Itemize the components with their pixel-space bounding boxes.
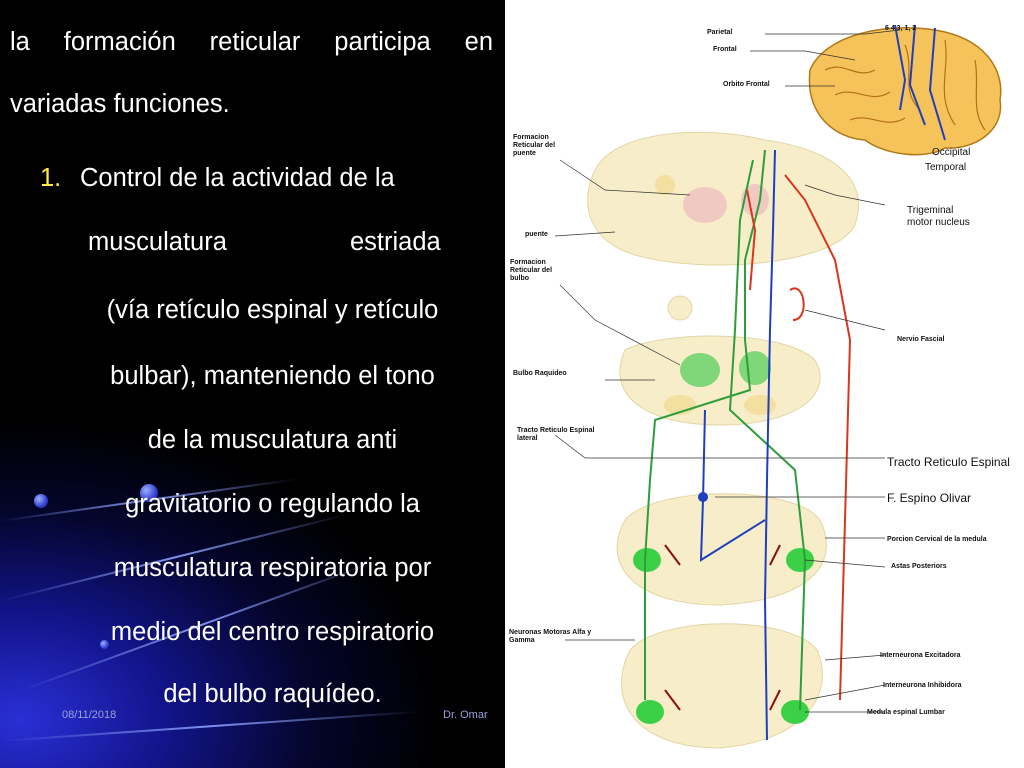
label-temporal: Temporal bbox=[925, 162, 966, 173]
text-line: (vía retículo espinal y retículo bbox=[106, 296, 439, 324]
label-parietal: Parietal bbox=[707, 29, 732, 36]
label-formacion-bulbo: Reticular del bbox=[510, 267, 552, 274]
label-astas-posteriors: Astas Posteriors bbox=[891, 563, 947, 570]
text-line: musculatura bbox=[88, 228, 227, 256]
label-trigeminal: Trigeminal bbox=[907, 205, 953, 216]
label-neuronas-motoras: Gamma bbox=[509, 637, 535, 644]
label-formacion-puente: Formacion bbox=[513, 134, 549, 141]
text-line: bulbar), manteniendo el tono bbox=[110, 362, 435, 390]
diagram-panel: Parietal Frontal Orbito Frontal 6 4 3, 1… bbox=[505, 0, 1024, 768]
text-line: la formación reticular participa en bbox=[10, 28, 493, 56]
footer-date: 08/11/2018 bbox=[62, 709, 117, 721]
label-nervio-facial: Nervio Fascial bbox=[897, 336, 945, 343]
label-frontal: Frontal bbox=[713, 46, 737, 53]
text-line: musculatura respiratoria por bbox=[113, 554, 432, 582]
decorative-bubble bbox=[100, 640, 109, 649]
text-line: de la musculatura anti bbox=[147, 426, 398, 454]
label-medula-lumbar: Medula espinal Lumbar bbox=[867, 709, 945, 716]
label-tracto-lateral: lateral bbox=[517, 435, 538, 442]
slide-text: la formación reticular participa en vari… bbox=[0, 0, 505, 768]
text-line: estriada bbox=[350, 228, 441, 256]
footer-author: Dr. Omar bbox=[443, 709, 488, 721]
label-puente: puente bbox=[525, 231, 548, 238]
label-formacion-puente: Reticular del bbox=[513, 142, 555, 149]
label-bulbo-raquideo: Bulbo Raquideo bbox=[513, 370, 567, 377]
label-porcion-cervical: Porcion Cervical de la medula bbox=[887, 536, 987, 543]
text-line: Control de la actividad de la bbox=[80, 164, 395, 192]
slide-background bbox=[0, 0, 505, 768]
label-formacion-bulbo: bulbo bbox=[510, 275, 529, 282]
label-formacion-bulbo: Formacion bbox=[510, 259, 546, 266]
text-line: medio del centro respiratorio bbox=[110, 618, 435, 646]
text-line: gravitatorio o regulando la bbox=[125, 490, 420, 518]
label-interneurona-inhibidora: Interneurona Inhibidora bbox=[883, 682, 962, 689]
label-tracto-lateral: Tracto Reticulo Espinal bbox=[517, 427, 594, 434]
text-line: variadas funciones. bbox=[10, 90, 230, 118]
label-tracto-reticulo-espinal: Tracto Reticulo Espinal bbox=[887, 455, 1010, 469]
label-area-numbers: 6 4 3, 1, 2 bbox=[885, 25, 916, 32]
list-number: 1. bbox=[40, 164, 62, 192]
decorative-bubble bbox=[34, 494, 48, 508]
label-occipital: Occipital bbox=[932, 147, 970, 158]
label-neuronas-motoras: Neuronas Motoras Alfa y bbox=[509, 629, 591, 636]
label-orbito-frontal: Orbito Frontal bbox=[723, 81, 770, 88]
label-interneurona-excitadora: Interneurona Excitadora bbox=[880, 652, 961, 659]
decorative-bubble bbox=[140, 484, 158, 502]
brain-illustration bbox=[808, 24, 1002, 156]
label-espino-olivar: F. Espino Olivar bbox=[887, 491, 971, 505]
leader-lines bbox=[554, 29, 901, 713]
text-line: del bulbo raquídeo. bbox=[163, 680, 382, 708]
label-trigeminal: motor nucleus bbox=[907, 217, 970, 228]
diagram-labels: Parietal Frontal Orbito Frontal 6 4 3, 1… bbox=[509, 25, 1010, 716]
label-formacion-puente: puente bbox=[513, 150, 536, 157]
reticulospinal-diagram: Parietal Frontal Orbito Frontal 6 4 3, 1… bbox=[509, 24, 1010, 749]
